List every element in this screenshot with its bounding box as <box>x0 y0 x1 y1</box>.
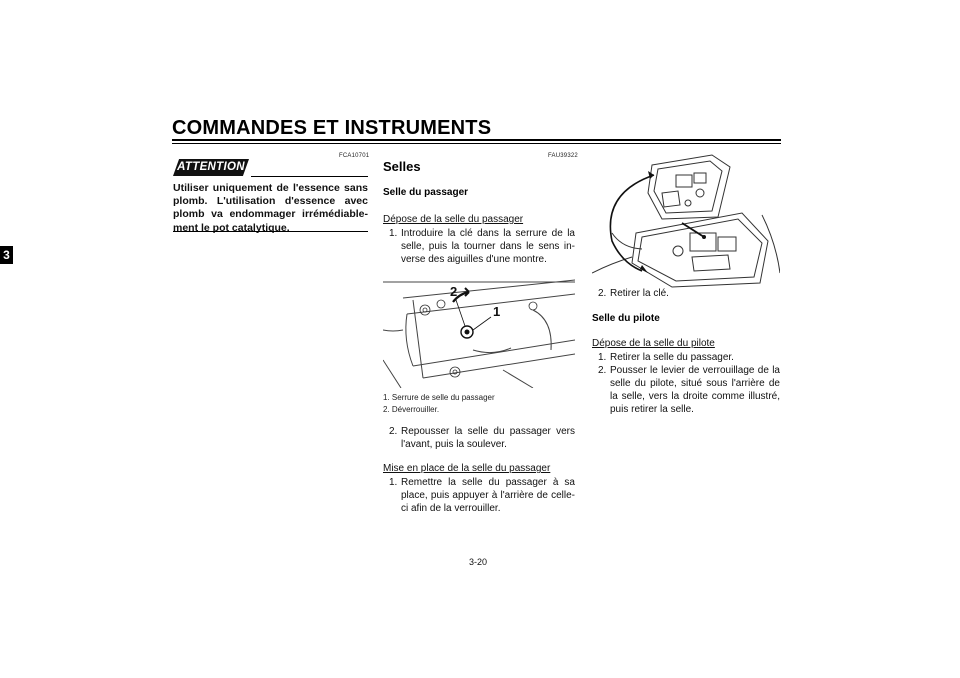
step-number: 2. <box>598 288 607 299</box>
step-number: 2. <box>389 426 398 437</box>
install-title: Mise en place de la selle du passager <box>383 463 551 474</box>
caption-text: Serrure de selle du passager <box>391 393 495 402</box>
step-number: 1. <box>598 352 607 363</box>
removal-step: 1. Introduire la clé dans la serrure de … <box>389 227 575 266</box>
figure-caption-2: 2. Déverrouiller. <box>383 405 575 416</box>
header-rule-thin <box>172 143 781 144</box>
rider-seat-figure <box>591 153 781 288</box>
page-header-title: COMMANDES ET INSTRUMENTS <box>172 117 492 139</box>
rider-step: 1. Retirer la selle du passager. <box>598 351 780 364</box>
install-step: 2. Retirer la clé. <box>598 287 780 300</box>
step-text: Introduire la clé dans la serrure de la … <box>401 228 575 265</box>
step-number: 1. <box>389 228 398 239</box>
step-number: 2. <box>598 365 607 376</box>
rider-removal-title: Dépose de la selle du pilote <box>592 338 715 349</box>
chapter-tab: 3 <box>0 246 13 264</box>
passenger-removal-title: Dépose de la selle du passager <box>383 214 524 225</box>
step-text: Repousser la selle du passager vers l'av… <box>401 426 575 450</box>
install-step: 1. Remettre la selle du passager à sa pl… <box>389 476 575 515</box>
header-rule <box>172 139 781 141</box>
step-text: Pousser le levier de verrouillage de la … <box>610 365 780 415</box>
figure-label-2: 2 <box>450 284 458 299</box>
removal-step: 2. Repousser la selle du passager vers l… <box>389 425 575 451</box>
step-text: Retirer la selle du passager. <box>610 352 734 363</box>
rider-seat-title: Selle du pilote <box>592 313 660 324</box>
attention-ref-code: FCA10701 <box>339 153 370 159</box>
seat-underside-illustration <box>591 154 781 288</box>
passenger-seat-title: Selle du passager <box>383 187 469 198</box>
seat-lock-illustration <box>382 279 576 389</box>
step-text: Remettre la selle du passager à sa place… <box>401 477 575 514</box>
figure-caption-1: 1. Serrure de selle du passager <box>383 393 575 404</box>
figure-label-1: 1 <box>493 304 501 319</box>
attention-badge: ATTENTION <box>173 159 249 176</box>
attention-divider <box>251 176 368 177</box>
seat-lock-figure: 2 1 <box>382 270 576 389</box>
attention-text: Utiliser uniquement de l'essence sans pl… <box>173 182 368 234</box>
caption-number: 2. <box>383 405 390 414</box>
attention-bottom-rule <box>173 231 368 232</box>
caption-text: Déverrouiller. <box>391 405 440 414</box>
caption-number: 1. <box>383 393 390 402</box>
rider-step: 2. Pousser le levier de verrouillage de … <box>598 364 780 416</box>
step-number: 1. <box>389 477 398 488</box>
page-number: 3-20 <box>469 557 488 567</box>
step-text: Retirer la clé. <box>610 288 669 299</box>
section-title: Selles <box>383 159 421 174</box>
seats-ref-code: FAU39322 <box>548 153 578 159</box>
